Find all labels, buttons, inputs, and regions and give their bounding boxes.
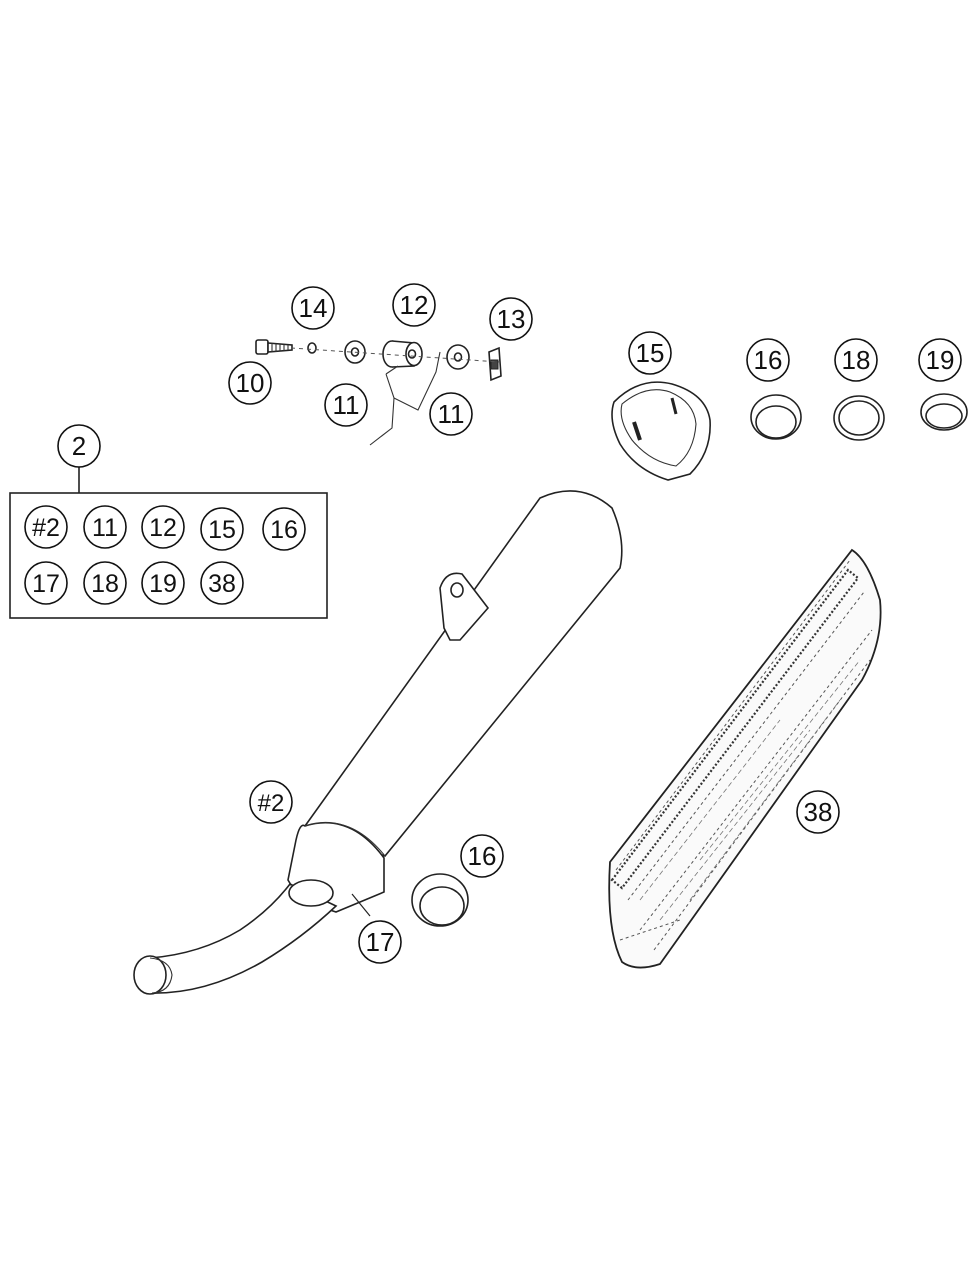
callout-38-label: 38: [804, 797, 833, 827]
clamp-ring-part: [920, 393, 968, 431]
callout-muffler-2: #2: [249, 780, 293, 824]
kit-item-label: 18: [91, 570, 119, 598]
insulation-packing-part: [608, 548, 882, 969]
callout-11-right: 11: [429, 392, 473, 436]
kit-item-label: #2: [32, 514, 60, 542]
small-washer-part: [307, 342, 317, 354]
callout-11-right-label: 11: [438, 399, 465, 429]
muffler-seal-ring-part: [411, 873, 469, 927]
callout-13-label: 13: [497, 304, 526, 334]
repair-kit-box: [9, 466, 328, 619]
end-cap-part: [611, 381, 711, 481]
callout-18-label: 18: [842, 345, 871, 375]
callout-19: 19: [918, 338, 962, 382]
kit-item-label: 16: [270, 516, 298, 544]
callout-17-label: 17: [366, 927, 395, 957]
callout-10-label: 10: [236, 368, 265, 398]
callout-38: 38: [796, 790, 840, 834]
callout-12: 12: [392, 283, 436, 327]
clip-nut-part: [488, 346, 502, 382]
callout-14: 14: [291, 286, 335, 330]
callout-14-label: 14: [299, 293, 328, 323]
callout-15: 15: [628, 331, 672, 375]
callout-19-label: 19: [926, 345, 955, 375]
callout-11-left: 11: [324, 383, 368, 427]
bolt-part: [255, 339, 293, 355]
kit-item-label: 38: [208, 570, 236, 598]
kit-item-label: 12: [149, 514, 177, 542]
seal-ring-part: [750, 394, 802, 440]
callout-12-label: 12: [400, 290, 429, 320]
bushing-sleeve-part: [382, 340, 423, 368]
callout-18: 18: [834, 338, 878, 382]
kit-row-1: #2 11 12 15 16: [24, 505, 306, 551]
callout-16-bottom-label: 16: [468, 841, 497, 871]
kit-item-label: 19: [149, 570, 177, 598]
callout-13: 13: [489, 297, 533, 341]
callout-muffler-2-label: #2: [258, 790, 285, 817]
callout-10: 10: [228, 361, 272, 405]
callout-2-label: 2: [72, 431, 86, 461]
callout-16-top: 16: [746, 338, 790, 382]
muffler-body-part: [133, 490, 623, 995]
callout-11-left-label: 11: [333, 390, 360, 420]
kit-item-label: 11: [92, 514, 118, 542]
rubber-grommet-right-part: [446, 344, 470, 370]
o-ring-part: [833, 395, 885, 441]
callout-16-bottom: 16: [460, 834, 504, 878]
mounting-hardware-group: [255, 339, 502, 446]
callout-16-top-label: 16: [754, 345, 783, 375]
callout-17: 17: [358, 920, 402, 964]
callout-2: 2: [57, 424, 101, 468]
kit-row-2: 17 18 19 38: [24, 561, 244, 605]
kit-item-label: 17: [32, 570, 60, 598]
kit-item-label: 15: [208, 516, 236, 544]
callout-15-label: 15: [636, 338, 665, 368]
